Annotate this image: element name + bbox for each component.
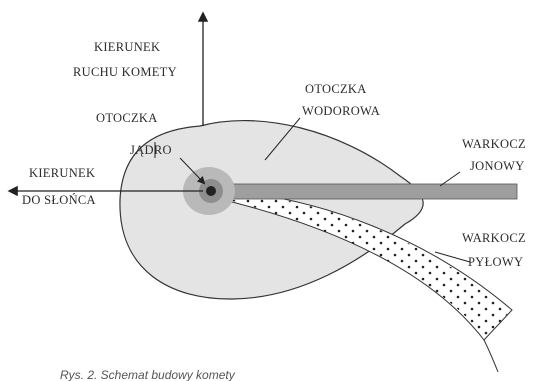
ion-tail (212, 184, 517, 199)
label-ion-tail-2: JONOWY (470, 159, 525, 173)
label-hydrogen-1: OTOCZKA (305, 82, 367, 96)
label-dust-tail-2: PYŁOWY (468, 255, 523, 269)
nucleus (206, 186, 216, 196)
label-ion-tail-1: WARKOCZ (462, 137, 526, 151)
label-sun-direction-1: KIERUNEK (29, 166, 95, 180)
label-motion-direction-1: KIERUNEK (94, 40, 160, 54)
label-sun-direction-2: DO SŁOŃCA (22, 193, 96, 207)
figure-caption: Rys. 2. Schemat budowy komety (60, 368, 236, 381)
label-dust-tail-1: WARKOCZ (462, 231, 526, 245)
label-coma: OTOCZKA (96, 111, 158, 125)
label-motion-direction-2: RUCHU KOMETY (73, 65, 177, 79)
dust-tail-trail (484, 340, 498, 372)
label-hydrogen-2: WODOROWA (302, 104, 380, 118)
label-nucleus: JĄDRO (130, 143, 172, 157)
